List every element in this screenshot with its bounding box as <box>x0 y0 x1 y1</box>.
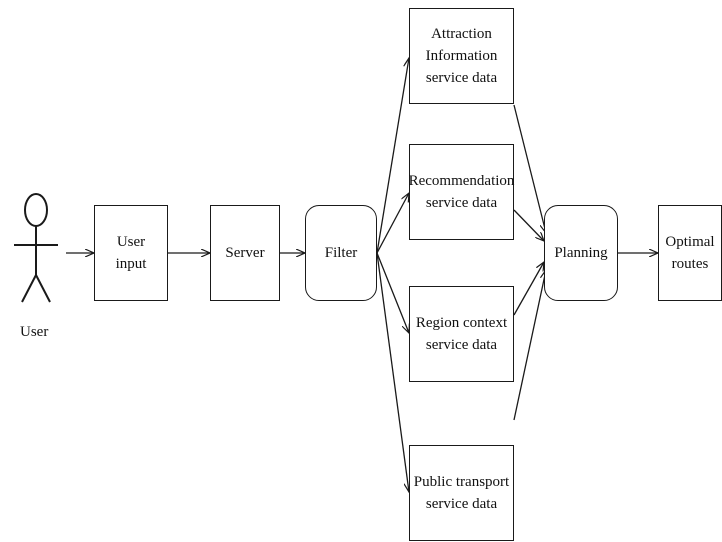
optimal-routes-node: Optimal routes <box>658 205 722 301</box>
user-actor-icon <box>14 193 58 303</box>
planning-node: Planning <box>544 205 618 301</box>
filter-node: Filter <box>305 205 377 301</box>
edge-filter-to-attraction <box>376 58 409 254</box>
user-input-node: User input <box>94 205 168 301</box>
edge-region-to-planning <box>513 262 544 316</box>
edge-transport-to-planning <box>513 270 546 421</box>
edge-recommendation-to-planning <box>513 209 544 241</box>
recommendation-node: Recommendation service data <box>409 144 514 240</box>
edge-filter-to-transport <box>376 252 409 492</box>
attraction-information-node: Attraction Information service data <box>409 8 514 104</box>
user-actor-label: User <box>20 324 49 340</box>
edge-filter-to-region <box>376 252 409 333</box>
edge-attraction-to-planning <box>513 104 546 233</box>
public-transport-node: Public transport service data <box>409 445 514 541</box>
server-node: Server <box>210 205 280 301</box>
region-context-node: Region context service data <box>409 286 514 382</box>
edge-filter-to-recommendation <box>376 193 409 254</box>
